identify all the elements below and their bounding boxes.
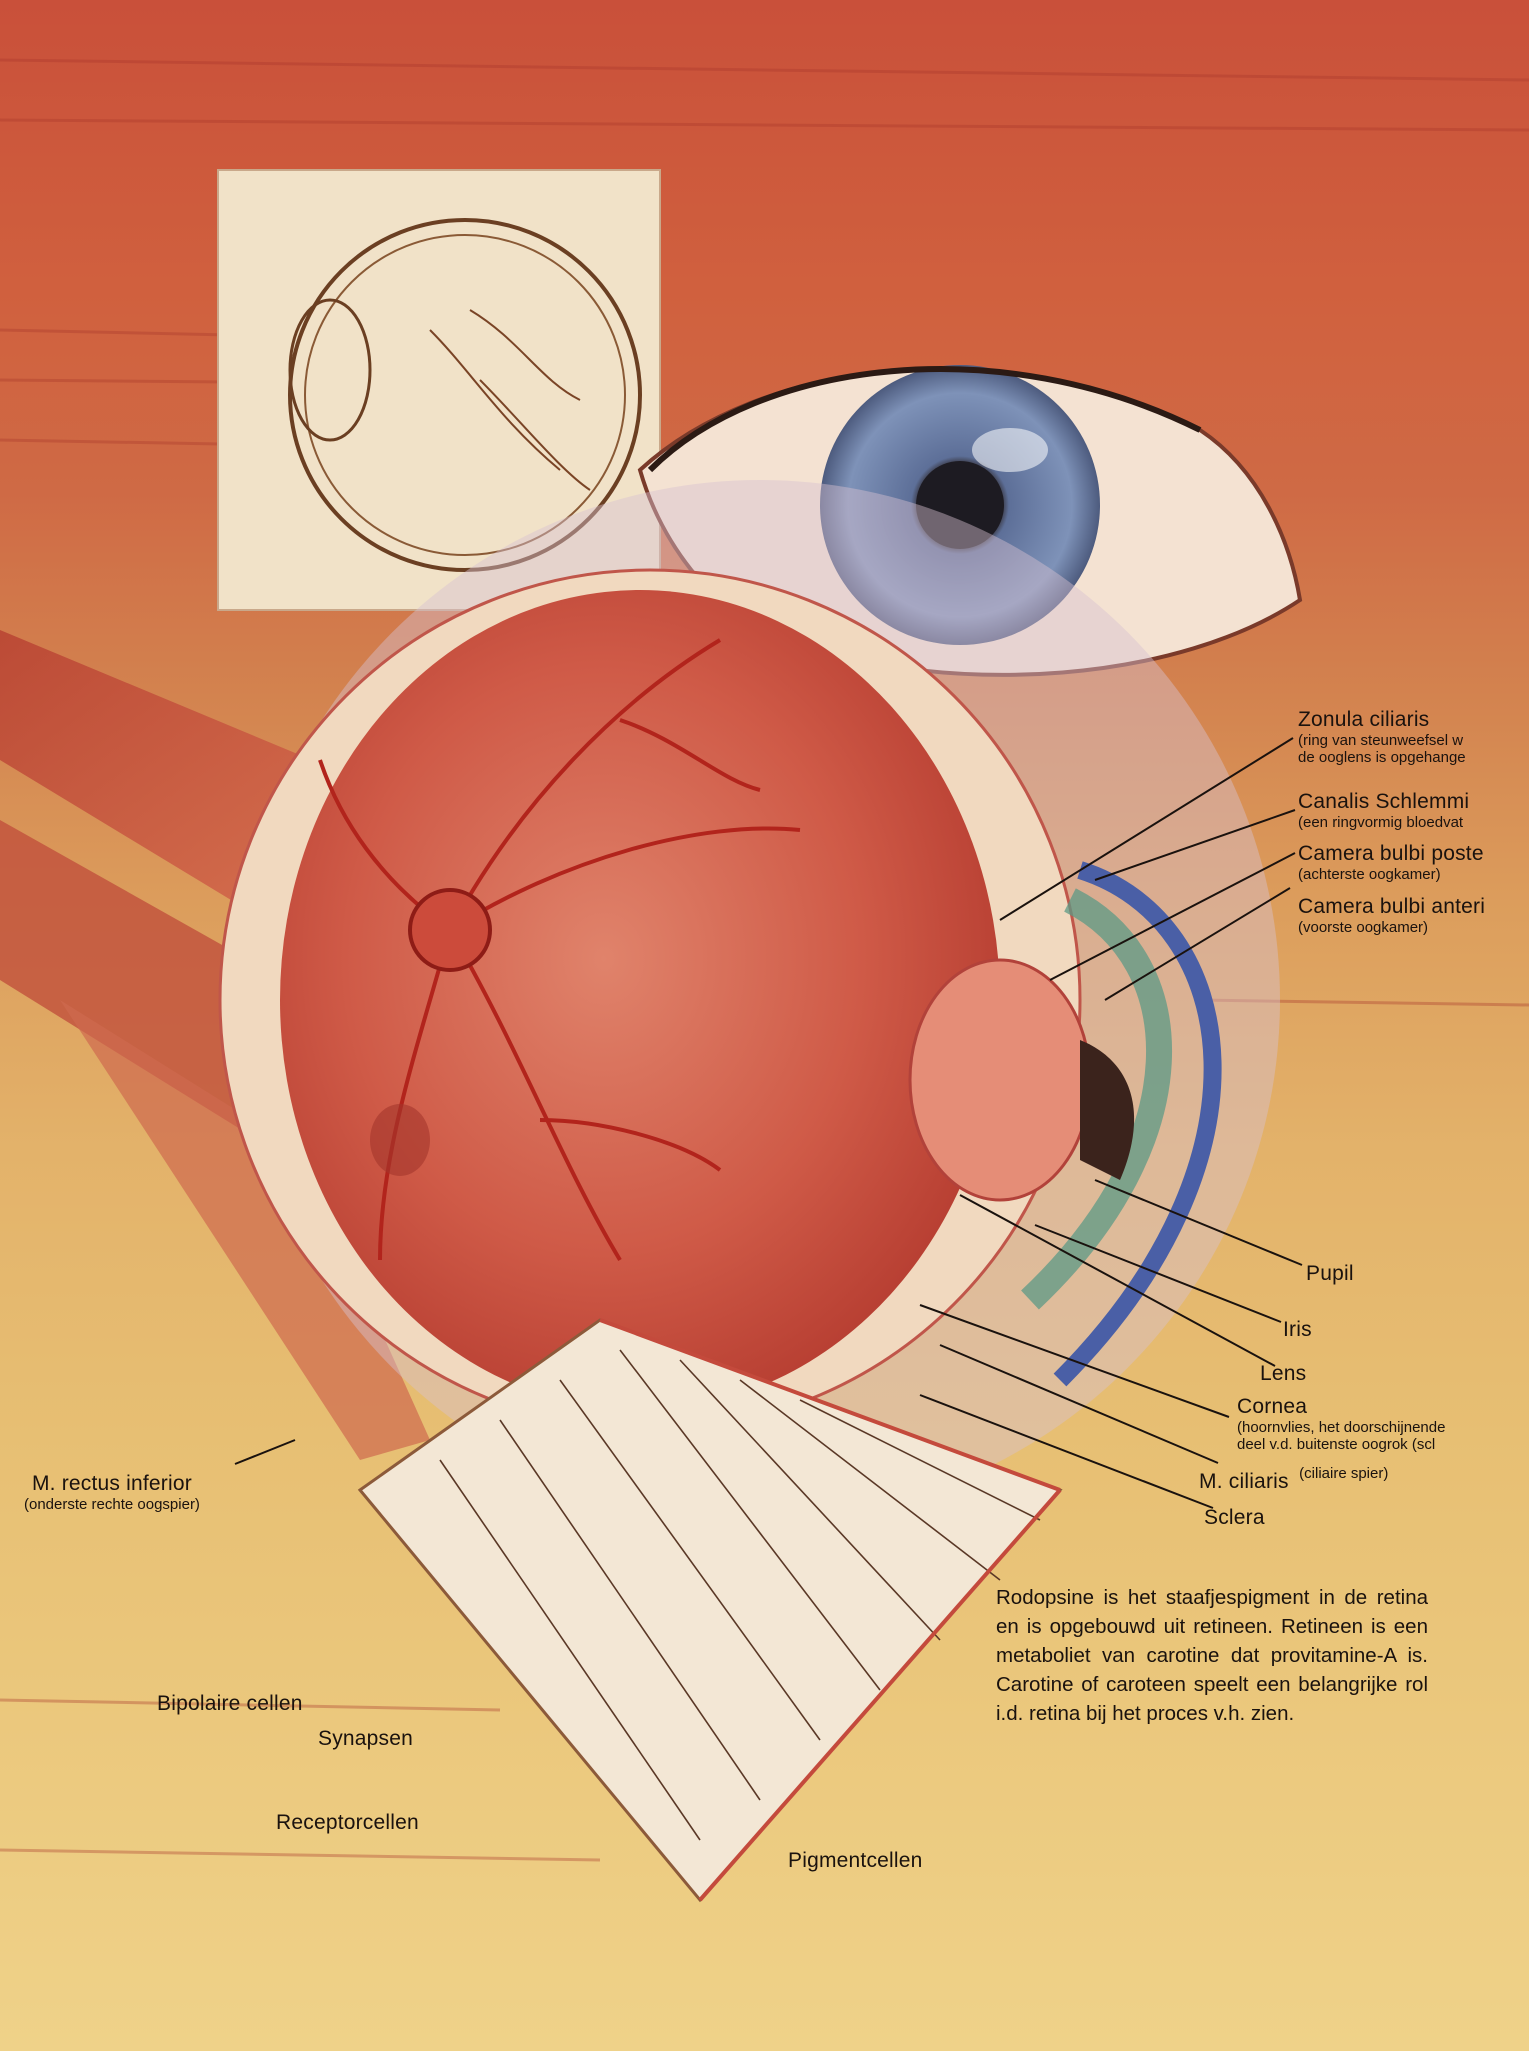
camera-ant-sub: (voorste oogkamer): [1298, 919, 1485, 936]
camera-post-sub: (achterste oogkamer): [1298, 866, 1484, 883]
label-bipolaire-cellen: Bipolaire cellen: [157, 1692, 303, 1716]
label-synapsen: Synapsen: [318, 1727, 413, 1751]
label-pigmentcellen: Pigmentcellen: [788, 1849, 923, 1873]
camera-post-title: Camera bulbi poste: [1298, 842, 1484, 866]
cornea-sub1: (hoornvlies, het doorschijnende: [1237, 1419, 1445, 1436]
zonula-title: Zonula ciliaris: [1298, 708, 1466, 732]
label-sclera: Sclera: [1204, 1506, 1265, 1530]
zonula-sub1: (ring van steunweefsel w: [1298, 732, 1466, 749]
label-pupil: Pupil: [1306, 1262, 1354, 1286]
cornea-sub2: deel v.d. buitenste oogrok (scl: [1237, 1436, 1445, 1453]
label-receptorcellen: Receptorcellen: [276, 1811, 419, 1835]
label-lens: Lens: [1260, 1362, 1306, 1386]
rectus-title: M. rectus inferior: [24, 1472, 200, 1496]
zonula-sub2: de ooglens is opgehange: [1298, 749, 1466, 766]
camera-ant-title: Camera bulbi anteri: [1298, 895, 1485, 919]
m-ciliaris-title: M. ciliaris: [1199, 1470, 1289, 1493]
label-m-ciliaris: M. ciliaris (ciliaire spier): [1199, 1470, 1388, 1494]
label-iris: Iris: [1283, 1318, 1312, 1342]
label-m-rectus-inferior: M. rectus inferior (onderste rechte oogs…: [24, 1472, 200, 1513]
label-camera-bulbi-anterior: Camera bulbi anteri (voorste oogkamer): [1298, 895, 1485, 936]
m-ciliaris-sub: (ciliaire spier): [1299, 1465, 1388, 1482]
rectus-sub: (onderste rechte oogspier): [24, 1496, 200, 1513]
label-canalis-schlemmi: Canalis Schlemmi (een ringvormig bloedva…: [1298, 790, 1469, 831]
cornea-title: Cornea: [1237, 1395, 1445, 1419]
label-cornea: Cornea (hoornvlies, het doorschijnende d…: [1237, 1395, 1445, 1453]
canalis-sub: (een ringvormig bloedvat: [1298, 814, 1469, 831]
label-zonula-ciliaris: Zonula ciliaris (ring van steunweefsel w…: [1298, 708, 1466, 766]
rodopsine-paragraph: Rodopsine is het staafjespigment in de r…: [996, 1583, 1428, 1728]
label-camera-bulbi-posterior: Camera bulbi poste (achterste oogkamer): [1298, 842, 1484, 883]
canalis-title: Canalis Schlemmi: [1298, 790, 1469, 814]
